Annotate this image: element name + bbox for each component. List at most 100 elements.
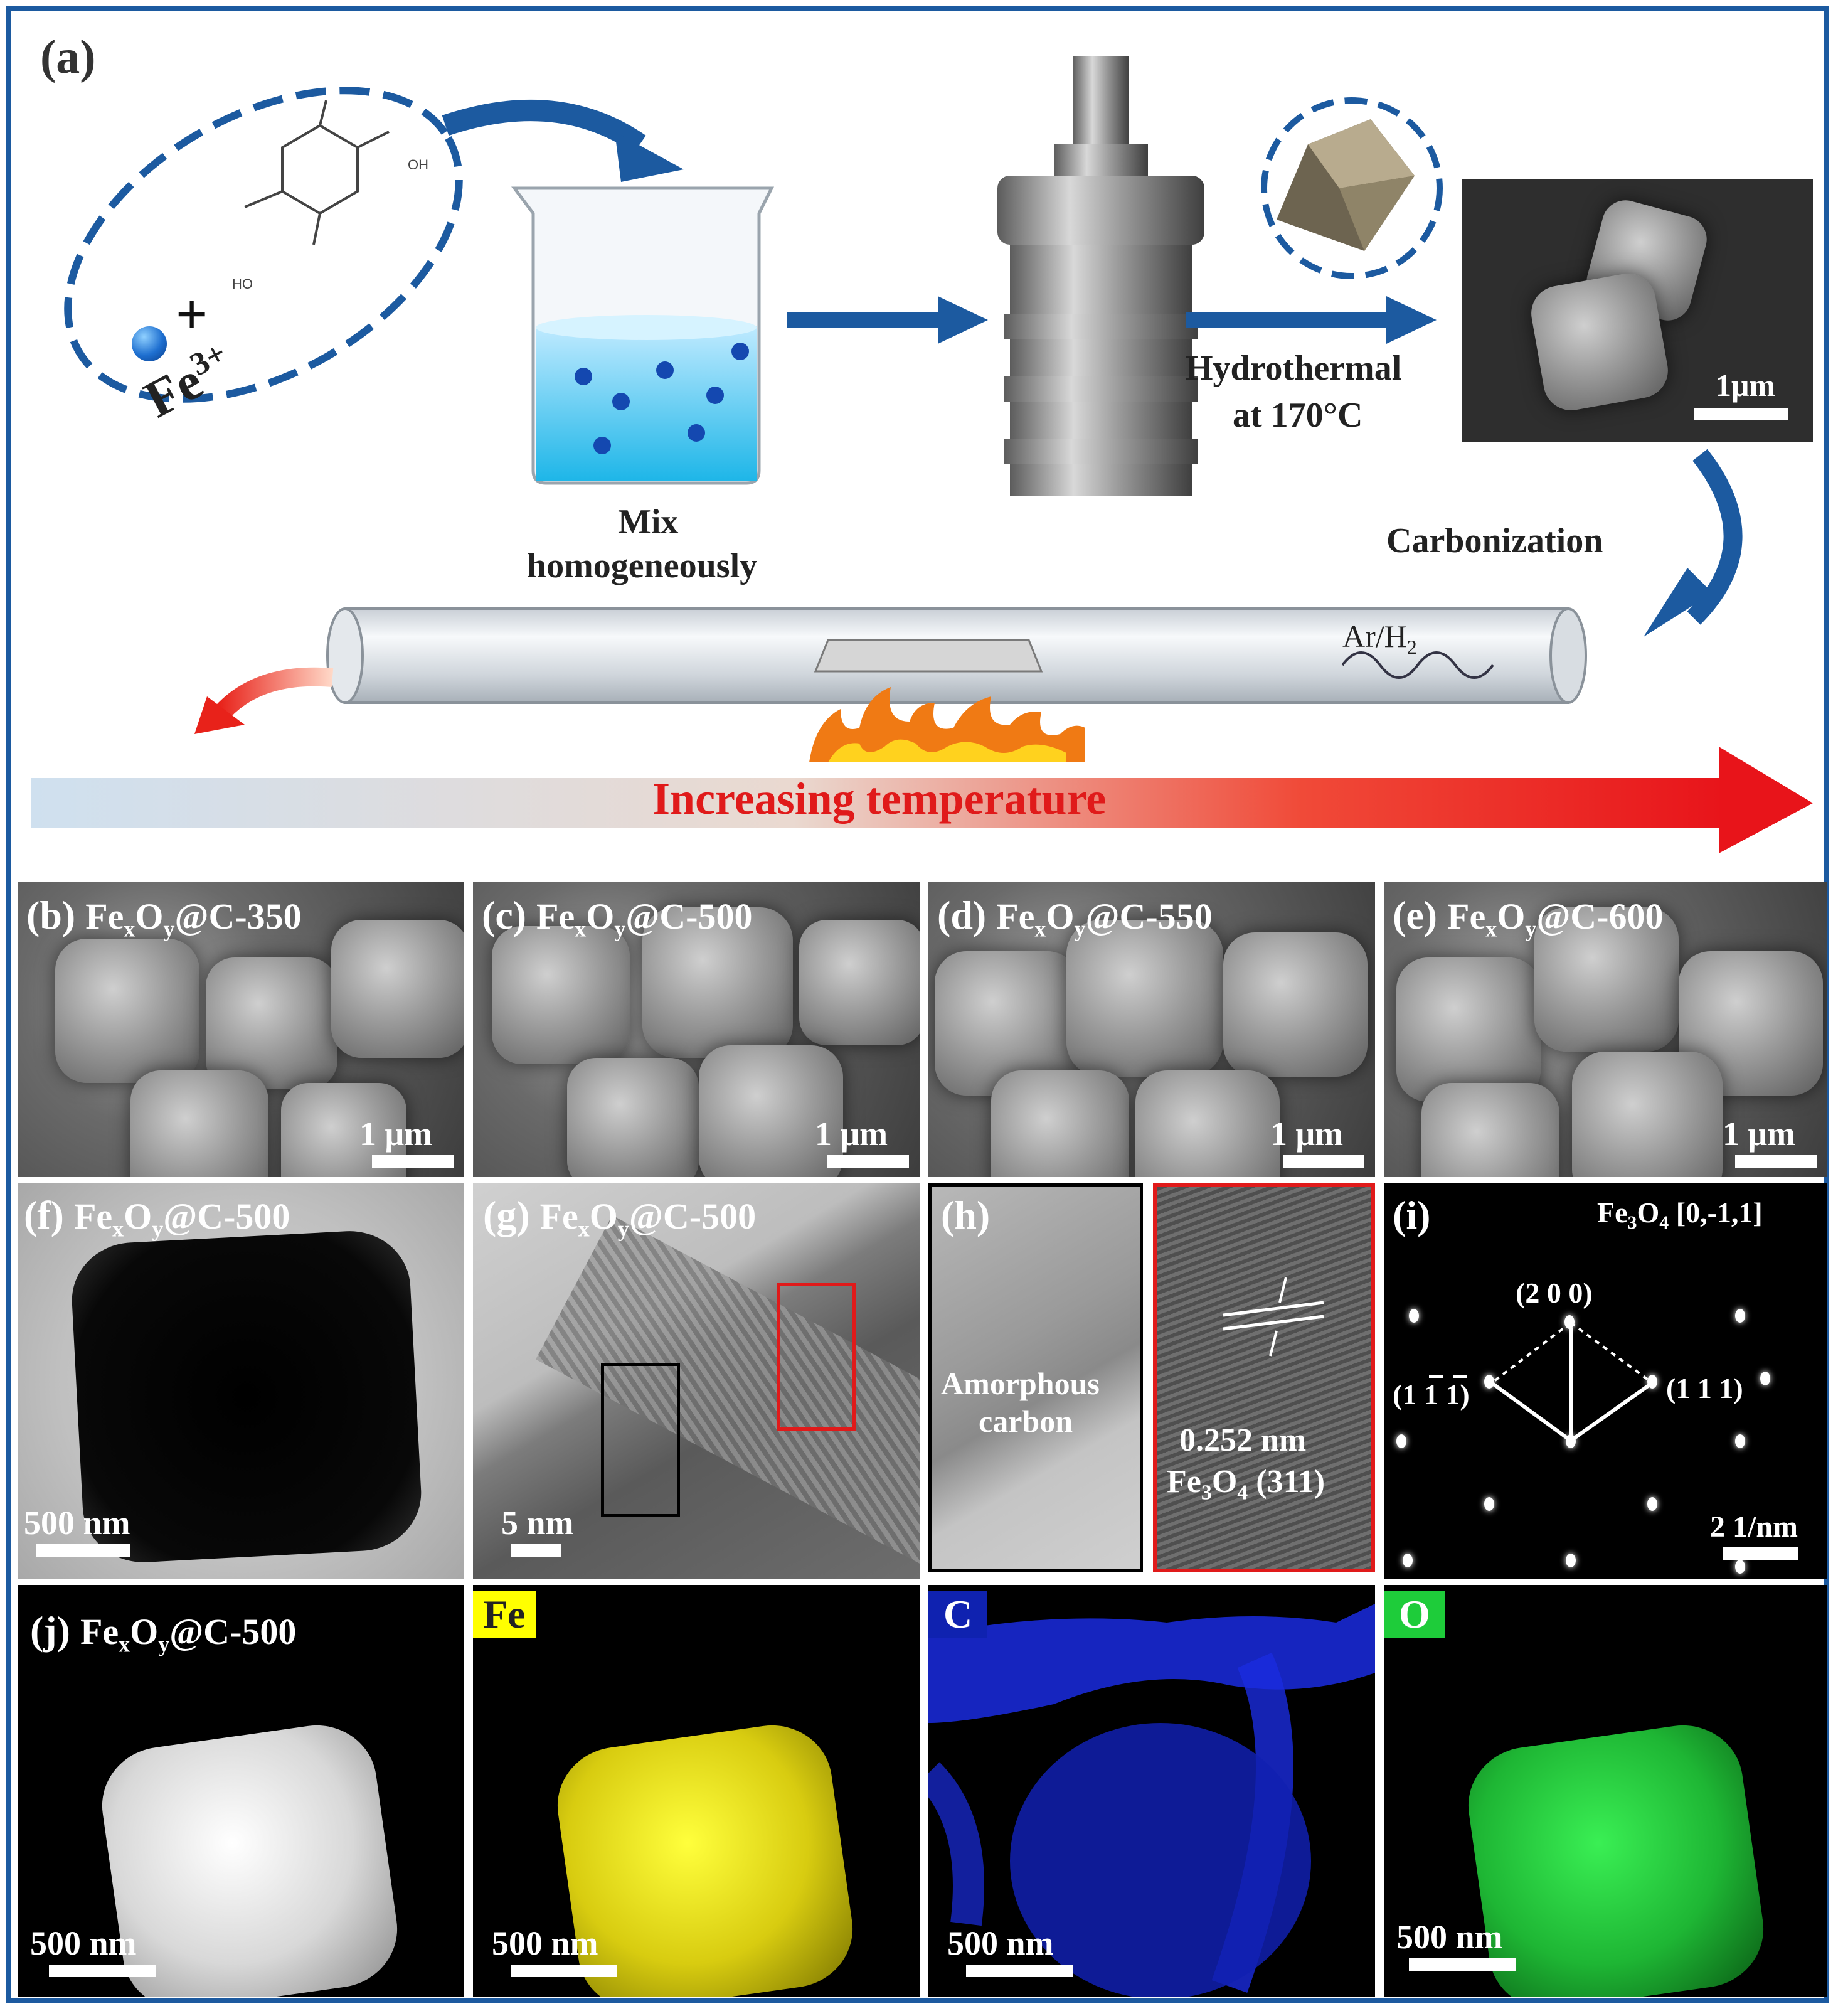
plus-sign: + xyxy=(176,284,208,346)
particle xyxy=(492,926,630,1064)
o-map-particle xyxy=(1460,1717,1771,1997)
curved-arrow-to-beaker xyxy=(442,100,684,182)
particle xyxy=(1572,1052,1723,1177)
lattice-spacing-marker xyxy=(1223,1277,1324,1357)
amorphous-region-box xyxy=(601,1363,680,1517)
spot-1bar1bar1-label: (1 1 1) xyxy=(1393,1379,1470,1411)
panel-c-scale-text: 1 μm xyxy=(815,1115,888,1153)
panel-g-scale-bar xyxy=(511,1544,561,1557)
svg-text:OH: OH xyxy=(408,157,428,173)
particle xyxy=(55,939,199,1083)
lattice-zoom xyxy=(1153,1183,1375,1572)
c-element-tag: C xyxy=(928,1591,988,1638)
panel-d-scale-bar xyxy=(1283,1155,1364,1168)
c-map xyxy=(928,1604,1375,1997)
eds-fe-panel: Fe 500 nm xyxy=(473,1585,920,1997)
octahedron-icon xyxy=(1261,97,1443,279)
haadf-particle xyxy=(94,1717,405,1997)
exhaust-arrow xyxy=(194,667,334,734)
panel-h-letter: (h) xyxy=(941,1193,991,1237)
particle xyxy=(642,907,793,1058)
particle xyxy=(567,1058,699,1177)
panel-e-scale-bar xyxy=(1735,1155,1817,1168)
particle xyxy=(799,920,920,1045)
panel-e-scale-text: 1 μm xyxy=(1723,1115,1796,1153)
sem-panel-d: (d) FexOy@C-550 1 μm xyxy=(928,882,1375,1177)
panel-e-letter: (e) xyxy=(1393,893,1438,937)
particle xyxy=(991,1070,1129,1177)
precursor-crystal-2 xyxy=(1527,269,1672,415)
panel-b-sample: FexOy@C-350 xyxy=(85,896,302,942)
panel-f-label: (f) FexOy@C-500 xyxy=(24,1192,290,1242)
gas-label-sub: 2 xyxy=(1406,636,1417,658)
temperature-arrow xyxy=(31,747,1813,853)
hrtem-panel-h: (h) Amorphous carbon 0.252 nm Fe3O4 (311… xyxy=(928,1183,1375,1579)
panel-d-scale-text: 1 μm xyxy=(1270,1115,1344,1153)
panel-a-label: (a) xyxy=(40,31,96,83)
c-scale-bar xyxy=(966,1965,1073,1977)
arrow-to-sem xyxy=(1186,296,1437,344)
particle xyxy=(130,1070,268,1177)
particle xyxy=(331,920,464,1058)
panel-c-sample: FexOy@C-500 xyxy=(536,896,753,942)
panel-d-label: (d) FexOy@C-550 xyxy=(937,892,1213,942)
precursor-sem-image: 1μm xyxy=(1462,179,1813,442)
tem-panel-f: (f) FexOy@C-500 500 nm xyxy=(18,1183,464,1579)
crystalline-region-box xyxy=(777,1283,856,1431)
svg-text:HO: HO xyxy=(232,276,253,292)
panel-f-sample: FexOy@C-500 xyxy=(73,1196,290,1242)
amorphous-zoom xyxy=(928,1183,1143,1572)
particle xyxy=(1396,957,1541,1102)
zone-axis-label: Fe3O4 [0,-1,1] xyxy=(1597,1197,1763,1234)
fe-scale-bar xyxy=(511,1965,617,1977)
precursor-ellipse: OH HO xyxy=(64,87,463,403)
spot-overbars xyxy=(1429,1375,1467,1378)
panel-g-scale-text: 5 nm xyxy=(501,1504,574,1542)
particle xyxy=(699,1045,843,1177)
mix-label-line1: Mix xyxy=(618,503,679,541)
particle xyxy=(206,957,337,1089)
hrtem-rim xyxy=(535,1215,920,1566)
flame-icon xyxy=(809,687,1085,762)
precursor-scale-text: 1μm xyxy=(1716,368,1775,403)
hrtem-panel-g: (g) FexOy@C-500 5 nm xyxy=(473,1183,920,1579)
panel-i-letter: (i) xyxy=(1393,1193,1431,1237)
carbonization-label: Carbonization xyxy=(1386,521,1603,560)
gas-label: Ar/H2 xyxy=(1342,618,1417,659)
arrow-to-autoclave xyxy=(787,296,988,344)
panel-b-scale-bar xyxy=(372,1155,454,1168)
panel-e-label: (e) FexOy@C-600 xyxy=(1393,892,1663,942)
temperature-label: Increasing temperature xyxy=(652,774,1107,824)
panel-f-scale-bar xyxy=(36,1544,130,1557)
beaker-icon xyxy=(511,186,775,485)
panel-b-scale-text: 1 μm xyxy=(359,1115,433,1153)
sem-panel-b: (b) FexOy@C-350 1 μm xyxy=(18,882,464,1177)
panel-c-letter: (c) xyxy=(482,893,527,937)
panel-i-scale-text: 2 1/nm xyxy=(1710,1510,1798,1544)
hydrothermal-label-line1: Hydrothermal xyxy=(1186,349,1402,388)
particle xyxy=(1223,932,1368,1077)
panel-g-label: (g) FexOy@C-500 xyxy=(483,1192,756,1242)
c-scale-text: 500 nm xyxy=(947,1924,1054,1962)
saed-vectors xyxy=(1490,1321,1654,1443)
particle xyxy=(1135,1070,1280,1177)
eds-o-panel: O 500 nm xyxy=(1384,1585,1827,1997)
eds-c-panel: C 500 nm xyxy=(928,1585,1375,1997)
fe-ion-sphere xyxy=(132,326,167,361)
spot-111-label: (1 1 1) xyxy=(1666,1372,1743,1404)
sem-panel-c: (c) FexOy@C-500 1 μm xyxy=(473,882,920,1177)
o-element-tag: O xyxy=(1384,1591,1445,1638)
panel-j-scale-text: 500 nm xyxy=(30,1924,137,1962)
particle xyxy=(1534,907,1679,1052)
panel-f-scale-text: 500 nm xyxy=(24,1504,130,1542)
lattice-plane-label: Fe3O4 (311) xyxy=(1167,1464,1325,1505)
panel-d-letter: (d) xyxy=(937,893,987,937)
panel-b-letter: (b) xyxy=(26,893,76,937)
panel-g-letter: (g) xyxy=(483,1193,530,1237)
panel-j-letter: (j) xyxy=(30,1608,70,1653)
fe-scale-text: 500 nm xyxy=(492,1924,598,1962)
spot-200-label: (2 0 0) xyxy=(1516,1277,1593,1309)
o-scale-text: 500 nm xyxy=(1396,1918,1503,1956)
gas-label-main: Ar/H xyxy=(1342,619,1407,654)
panel-j-sample: FexOy@C-500 xyxy=(80,1611,297,1657)
